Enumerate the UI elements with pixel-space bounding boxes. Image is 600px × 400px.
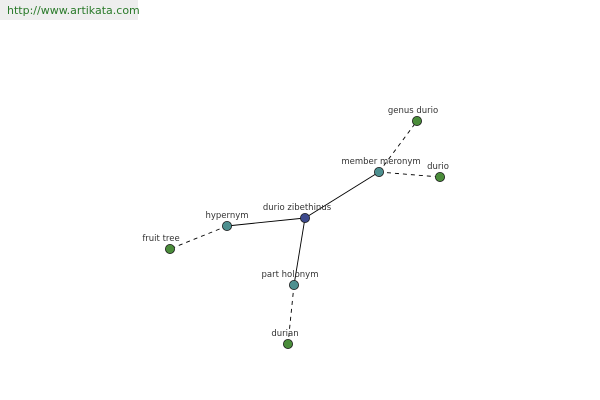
edge-center-to-member-meronym: [304, 171, 380, 219]
node-member-meronym-marker[interactable]: [373, 166, 384, 177]
node-genus-durio-marker[interactable]: [411, 116, 422, 127]
url-banner[interactable]: http://www.artikata.com: [0, 0, 140, 20]
node-durian-label: durian: [271, 329, 298, 339]
node-fruit-tree-label: fruit tree: [142, 234, 179, 244]
node-hypernym-label: hypernym: [205, 211, 248, 221]
url-text[interactable]: http://www.artikata.com: [7, 4, 140, 17]
node-center-marker[interactable]: [299, 212, 310, 223]
node-member-meronym[interactable]: member meronym: [341, 157, 421, 177]
node-part-holonym-label: part holonym: [262, 270, 319, 280]
edge-part-holonym-to-durian: [287, 284, 295, 345]
node-center-label: durio zibethinus: [263, 203, 332, 213]
node-fruit-tree[interactable]: fruit tree: [142, 234, 180, 254]
node-fruit-tree-marker[interactable]: [164, 243, 175, 254]
node-part-holonym-marker[interactable]: [288, 279, 299, 290]
node-hypernym-marker[interactable]: [221, 220, 232, 231]
edge-hypernym-to-fruit-tree: [169, 225, 228, 250]
node-durio-marker[interactable]: [434, 171, 445, 182]
edge-member-meronym-to-durio: [378, 171, 441, 178]
edge-member-meronym-to-genus-durio: [378, 120, 418, 173]
node-part-holonym[interactable]: part holonym: [262, 270, 319, 290]
node-durian[interactable]: durian: [271, 329, 299, 349]
graph-edges: [169, 120, 441, 345]
node-hypernym[interactable]: hypernym: [205, 211, 249, 231]
edge-center-to-hypernym: [226, 217, 306, 227]
node-durio-label: durio: [427, 162, 449, 172]
edge-center-to-part-holonym: [293, 217, 306, 286]
node-durio[interactable]: durio: [427, 162, 449, 182]
node-center[interactable]: durio zibethinus: [263, 203, 332, 223]
graph-nodes: durio zibethinus hypernym member meronym pa…: [142, 106, 449, 349]
node-durian-marker[interactable]: [282, 338, 293, 349]
node-member-meronym-label: member meronym: [341, 157, 420, 167]
node-genus-durio-label: genus durio: [388, 106, 438, 116]
node-genus-durio[interactable]: genus durio: [388, 106, 438, 127]
